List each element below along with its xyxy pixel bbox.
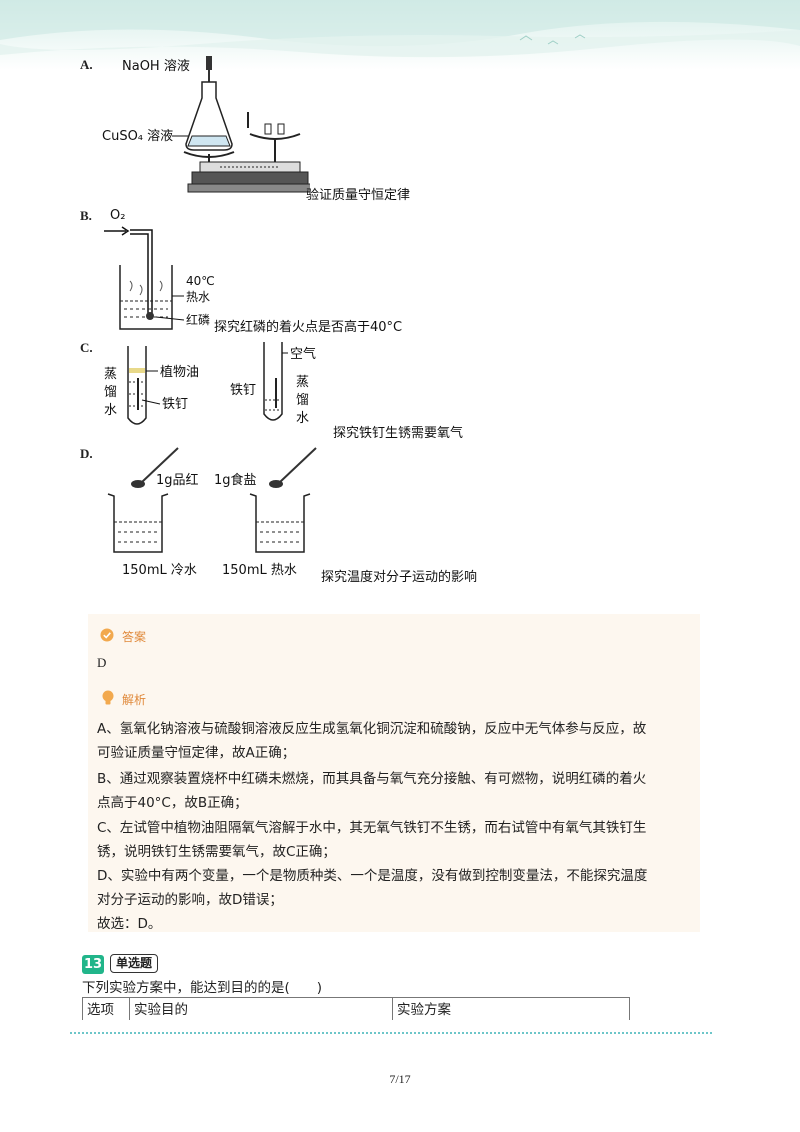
- check-circle-icon: [100, 628, 114, 642]
- option-c-caption: 探究铁钉生锈需要氧气: [333, 426, 464, 441]
- figure-b-label-temp: 40℃: [186, 274, 215, 288]
- option-a-caption: 验证质量守恒定律: [306, 188, 411, 203]
- analysis-line: A、氢氧化钠溶液与硫酸铜溶液反应生成氢氧化铜沉淀和硫酸钠，反应中无气体参与反应，…: [97, 721, 647, 737]
- option-c-letter: C.: [80, 340, 93, 355]
- analysis-line: C、左试管中植物油阻隔氧气溶解于水中，其无氧气铁钉不生锈，而右试管中有氧气其铁钉…: [97, 820, 647, 836]
- footer-dotted-divider: [70, 1032, 712, 1034]
- figure-d-label-spoon-right: 1g食盐: [214, 472, 257, 488]
- figure-d-label-beaker-right: 150mL 热水: [222, 563, 297, 578]
- question-number-badge: 13: [82, 955, 104, 974]
- figure-c-label-air: 空气: [290, 346, 316, 362]
- analysis-line: 可验证质量守恒定律，故A正确；: [97, 745, 296, 761]
- figure-c-test-tubes: 蒸 馏 水 植物油 铁钉 空气 铁钉 蒸 馏 水: [104, 342, 316, 426]
- figure-d-beakers: 1g品红 150mL 冷水 1g食盐 150mL 热水: [107, 447, 317, 578]
- figure-a-balance-apparatus: NaOH 溶液 CuSO₄ 溶液: [102, 56, 310, 193]
- option-d-caption: 探究温度对分子运动的影响: [321, 570, 478, 585]
- analysis-label: 解析: [122, 693, 147, 707]
- analysis-line: 锈，说明铁钉生锈需要氧气，故C正确；: [97, 844, 336, 860]
- figure-c-label-right-1: 蒸: [296, 375, 309, 390]
- figure-d-label-beaker-left: 150mL 冷水: [122, 563, 197, 578]
- answer-value: D: [97, 655, 107, 670]
- page-number: 7/17: [389, 1072, 411, 1086]
- figure-b-beaker-phosphorus: O₂ 40℃ 热水 红磷: [104, 208, 215, 330]
- answer-analysis-panel: [88, 614, 700, 932]
- figure-b-label-phosphorus: 红磷: [186, 312, 210, 327]
- figure-c-label-nail-left: 铁钉: [162, 397, 188, 412]
- figure-c-label-oil: 植物油: [160, 365, 199, 380]
- figure-b-label-o2: O₂: [110, 208, 125, 223]
- analysis-line: 故选：D。: [97, 916, 162, 932]
- figure-d-label-spoon-left: 1g品红: [156, 472, 199, 488]
- analysis-line: 点高于40°C，故B正确；: [97, 795, 248, 811]
- option-a-letter: A.: [80, 57, 93, 72]
- header-wave-decoration: [0, 0, 800, 70]
- question-type-badge: 单选题: [110, 954, 159, 973]
- figure-c-label-right-3: 水: [296, 411, 309, 426]
- analysis-line: D、实验中有两个变量，一个是物质种类、一个是温度，没有做到控制变量法，不能探究温…: [97, 868, 648, 884]
- question-stem: 下列实验方案中，能达到目的的是( ): [82, 980, 323, 996]
- figure-b-label-water: 热水: [186, 290, 210, 304]
- answer-label: 答案: [122, 630, 147, 644]
- figure-c-label-left-1: 蒸: [104, 367, 117, 382]
- table-header-cell: 实验目的: [129, 997, 393, 1020]
- table-header-cell: 选项: [82, 997, 130, 1020]
- lightbulb-icon: [102, 690, 114, 705]
- figure-c-label-right-2: 馏: [296, 393, 309, 408]
- option-b-caption: 探究红磷的着火点是否高于40°C: [214, 320, 403, 335]
- analysis-line: B、通过观察装置烧杯中红磷未燃烧，而其具备与氧气充分接触、有可燃物，说明红磷的着…: [97, 771, 647, 787]
- option-b-letter: B.: [80, 208, 92, 223]
- figure-c-label-nail-right: 铁钉: [230, 383, 256, 398]
- figure-a-label-cuso4: CuSO₄ 溶液: [102, 129, 173, 144]
- figure-c-label-left-2: 馏: [104, 385, 117, 400]
- question-options-table: 选项 实验目的 实验方案: [82, 997, 630, 1020]
- analysis-line: 对分子运动的影响，故D错误；: [97, 892, 283, 908]
- figure-a-label-naoh: NaOH 溶液: [122, 59, 190, 74]
- figure-c-label-left-3: 水: [104, 403, 117, 418]
- table-header-row: 选项 实验目的 实验方案: [82, 997, 630, 1020]
- option-d-letter: D.: [80, 446, 93, 461]
- table-header-cell: 实验方案: [392, 997, 630, 1020]
